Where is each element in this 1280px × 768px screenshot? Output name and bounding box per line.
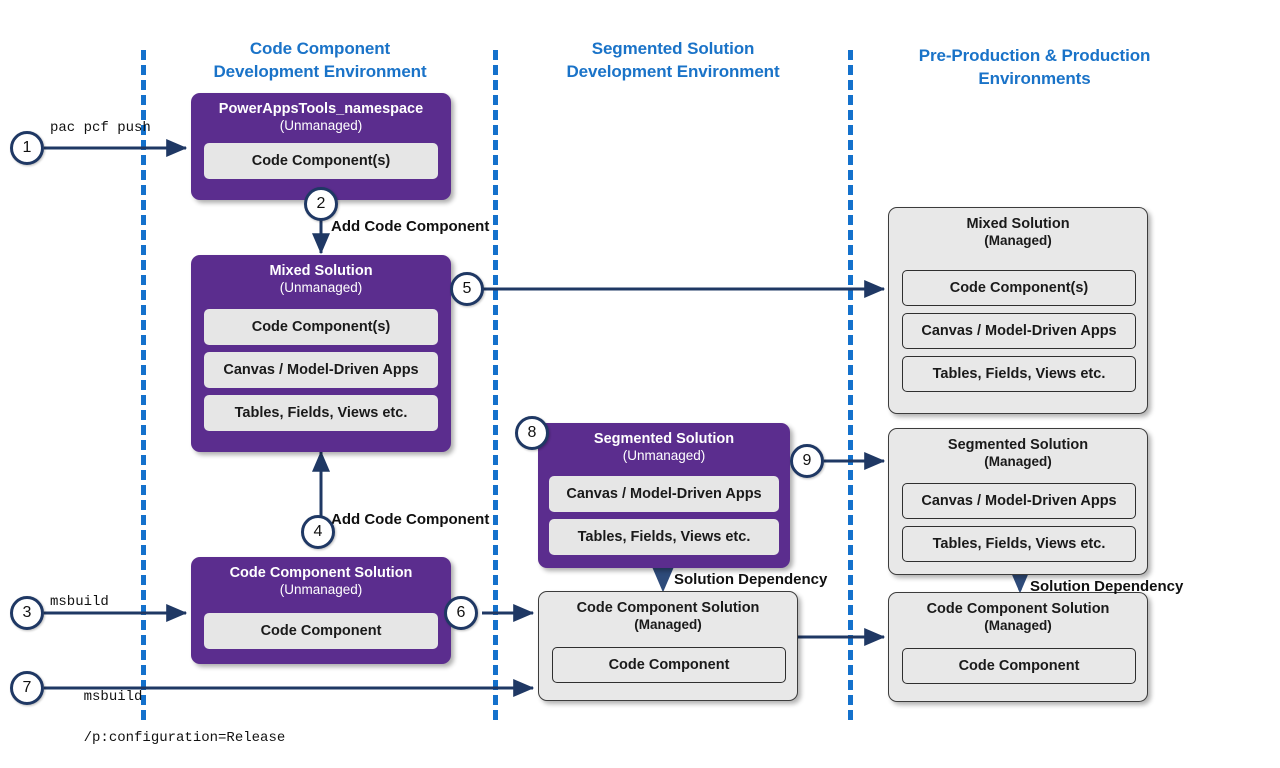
box-title: Mixed Solution (Managed) [889, 208, 1147, 249]
item-code-components[interactable]: Code Component(s) [204, 309, 438, 345]
label-add-code-component-top: Add Code Component [331, 218, 490, 235]
item-code-components[interactable]: Code Component(s) [204, 143, 438, 179]
item-tables-fields-views[interactable]: Tables, Fields, Views etc. [902, 526, 1136, 562]
step-circle-6[interactable]: 6 [444, 596, 478, 630]
box-title: Segmented Solution (Managed) [889, 429, 1147, 470]
item-tables-fields-views[interactable]: Tables, Fields, Views etc. [204, 395, 438, 431]
step-circle-5[interactable]: 5 [450, 272, 484, 306]
box-title: Code Component Solution (Managed) [539, 592, 797, 633]
item-canvas-model-driven-apps[interactable]: Canvas / Model-Driven Apps [902, 483, 1136, 519]
box-mixed-solution-unmanaged[interactable]: Mixed Solution (Unmanaged) Code Componen… [191, 255, 451, 452]
item-canvas-model-driven-apps[interactable]: Canvas / Model-Driven Apps [204, 352, 438, 388]
box-state-text: (Unmanaged) [279, 582, 363, 598]
box-code-component-solution-unmanaged[interactable]: Code Component Solution (Unmanaged) Code… [191, 557, 451, 664]
step-circle-3[interactable]: 3 [10, 596, 44, 630]
item-code-component[interactable]: Code Component [552, 647, 786, 683]
step-circle-9[interactable]: 9 [790, 444, 824, 478]
box-title-text: PowerAppsTools_namespace [218, 101, 424, 117]
box-title-text: Mixed Solution [269, 263, 373, 279]
box-title-text: Code Component Solution [229, 565, 413, 581]
box-state-text: (Managed) [984, 454, 1052, 470]
box-title-text: Segmented Solution [947, 437, 1089, 453]
box-title: Code Component Solution (Unmanaged) [191, 557, 451, 598]
step-circle-2[interactable]: 2 [304, 187, 338, 221]
step-circle-8[interactable]: 8 [515, 416, 549, 450]
command-line1: msbuild [83, 689, 143, 706]
column-header-line2: Development Environment [213, 61, 427, 81]
column-header-line2: Development Environment [566, 61, 780, 81]
step-circle-7[interactable]: 7 [10, 671, 44, 705]
box-state-text: (Managed) [984, 233, 1052, 249]
item-tables-fields-views[interactable]: Tables, Fields, Views etc. [902, 356, 1136, 392]
command-msbuild: msbuild [50, 594, 109, 610]
box-title-text: Mixed Solution [966, 216, 1070, 232]
label-solution-dependency-mid: Solution Dependency [674, 571, 828, 588]
item-canvas-model-driven-apps[interactable]: Canvas / Model-Driven Apps [902, 313, 1136, 349]
box-code-component-solution-managed-right[interactable]: Code Component Solution (Managed) Code C… [888, 592, 1148, 702]
item-code-component[interactable]: Code Component [204, 613, 438, 649]
box-title-text: Code Component Solution [926, 601, 1110, 617]
column-header-line1: Segmented Solution [591, 39, 755, 58]
item-code-components[interactable]: Code Component(s) [902, 270, 1136, 306]
step-circle-4[interactable]: 4 [301, 515, 335, 549]
box-powerappstools-namespace[interactable]: PowerAppsTools_namespace (Unmanaged) Cod… [191, 93, 451, 200]
diagram-canvas: Code Component Development Environment S… [10, 38, 1207, 746]
column-header-line2: Environments [978, 68, 1091, 88]
box-state-text: (Managed) [634, 617, 702, 633]
item-tables-fields-views[interactable]: Tables, Fields, Views etc. [549, 519, 779, 555]
item-canvas-model-driven-apps[interactable]: Canvas / Model-Driven Apps [549, 476, 779, 512]
box-state-text: (Unmanaged) [279, 280, 363, 296]
box-title-text: Code Component Solution [576, 600, 760, 616]
environment-divider-3 [848, 50, 853, 720]
column-header-line1: Pre-Production & Production [918, 46, 1151, 65]
environment-divider-1 [141, 50, 146, 720]
command-msbuild-release: msbuild /p:configuration=Release [50, 667, 286, 768]
item-code-component[interactable]: Code Component [902, 648, 1136, 684]
box-title: Code Component Solution (Managed) [889, 593, 1147, 634]
box-title: Segmented Solution (Unmanaged) [538, 423, 790, 464]
label-add-code-component-bottom: Add Code Component [331, 511, 490, 528]
column-header-segmented-solution-dev: Segmented Solution Development Environme… [508, 38, 838, 84]
box-state-text: (Unmanaged) [279, 118, 363, 134]
box-segmented-solution-managed[interactable]: Segmented Solution (Managed) Canvas / Mo… [888, 428, 1148, 575]
environment-divider-2 [493, 50, 498, 720]
box-title: Mixed Solution (Unmanaged) [191, 255, 451, 296]
box-state-text: (Managed) [984, 618, 1052, 634]
box-code-component-solution-managed-mid[interactable]: Code Component Solution (Managed) Code C… [538, 591, 798, 701]
connector-layer [44, 139, 1031, 697]
command-pac-pcf-push: pac pcf push [50, 120, 151, 136]
box-state-text: (Unmanaged) [622, 448, 706, 464]
command-line2: /p:configuration=Release [83, 729, 286, 746]
box-title-text: Segmented Solution [593, 431, 735, 447]
column-header-preprod-prod: Pre-Production & Production Environments [862, 45, 1207, 91]
label-solution-dependency-right: Solution Dependency [1030, 578, 1184, 595]
column-header-line1: Code Component [249, 39, 391, 58]
step-circle-1[interactable]: 1 [10, 131, 44, 165]
box-segmented-solution-unmanaged[interactable]: Segmented Solution (Unmanaged) Canvas / … [538, 423, 790, 568]
box-title: PowerAppsTools_namespace (Unmanaged) [191, 93, 451, 134]
box-mixed-solution-managed[interactable]: Mixed Solution (Managed) Code Component(… [888, 207, 1148, 414]
column-header-code-component-dev: Code Component Development Environment [155, 38, 485, 84]
